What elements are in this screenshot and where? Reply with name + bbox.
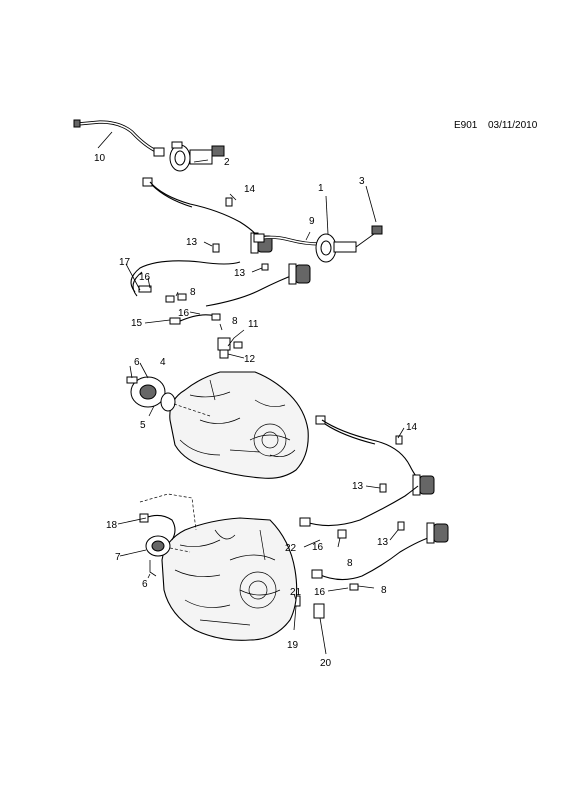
callout-21: 21	[290, 587, 302, 598]
callout-13-upper-left: 13	[186, 237, 198, 248]
callout-labels: 10 2 1 3 14 9 13 13 17 16 8 15 16 8 11 1…	[94, 153, 418, 669]
callout-16-lower-lower: 16	[314, 587, 326, 598]
callout-13-lower-upper: 13	[352, 481, 364, 492]
callout-7: 7	[115, 552, 121, 563]
callout-11: 11	[248, 319, 259, 330]
gearbox-upper	[169, 371, 309, 479]
callout-6-lower: 6	[142, 579, 148, 590]
header-code: E901	[454, 120, 478, 131]
wiring-harness-lower	[299, 415, 435, 539]
release-bearing-upper	[126, 376, 211, 417]
callout-18: 18	[106, 520, 118, 531]
callout-15: 15	[131, 318, 143, 329]
clutch-master-cylinder	[253, 225, 383, 263]
gearbox-lower	[161, 517, 298, 641]
callout-22: 22	[285, 543, 297, 554]
callout-8-upper-mid: 8	[232, 316, 238, 327]
release-bearing-lower	[139, 493, 197, 577]
callout-5: 5	[140, 420, 146, 431]
callout-2: 2	[224, 157, 230, 168]
leader-lines	[97, 131, 405, 655]
clutch-cable-lower	[291, 521, 449, 619]
callout-13-lower-lower: 13	[377, 537, 389, 548]
callout-6-upper: 6	[134, 357, 140, 368]
callout-17: 17	[119, 257, 131, 268]
callout-4: 4	[160, 357, 166, 368]
callout-14-upper: 14	[244, 184, 256, 195]
clutch-cable-center	[205, 243, 311, 307]
callout-8-lower-right: 8	[381, 585, 387, 596]
clutch-pipe-assembly-left	[130, 260, 241, 325]
callout-16-upper-mid: 16	[178, 308, 190, 319]
clutch-switch	[217, 337, 243, 359]
callout-19: 19	[287, 640, 299, 651]
callout-13-upper-center: 13	[234, 268, 246, 279]
header-date: 03/11/2010	[488, 120, 538, 131]
callout-12: 12	[244, 354, 256, 365]
callout-3: 3	[359, 176, 365, 187]
callout-1: 1	[318, 183, 324, 194]
callout-16-upper-left: 16	[139, 272, 151, 283]
callout-20: 20	[320, 658, 332, 669]
callout-14-lower: 14	[406, 422, 418, 433]
callout-10: 10	[94, 153, 106, 164]
callout-9: 9	[309, 216, 315, 227]
callout-8-lower-upper: 8	[347, 558, 353, 569]
callout-8-upper-left: 8	[190, 287, 196, 298]
callout-16-lower-upper: 16	[312, 542, 324, 553]
